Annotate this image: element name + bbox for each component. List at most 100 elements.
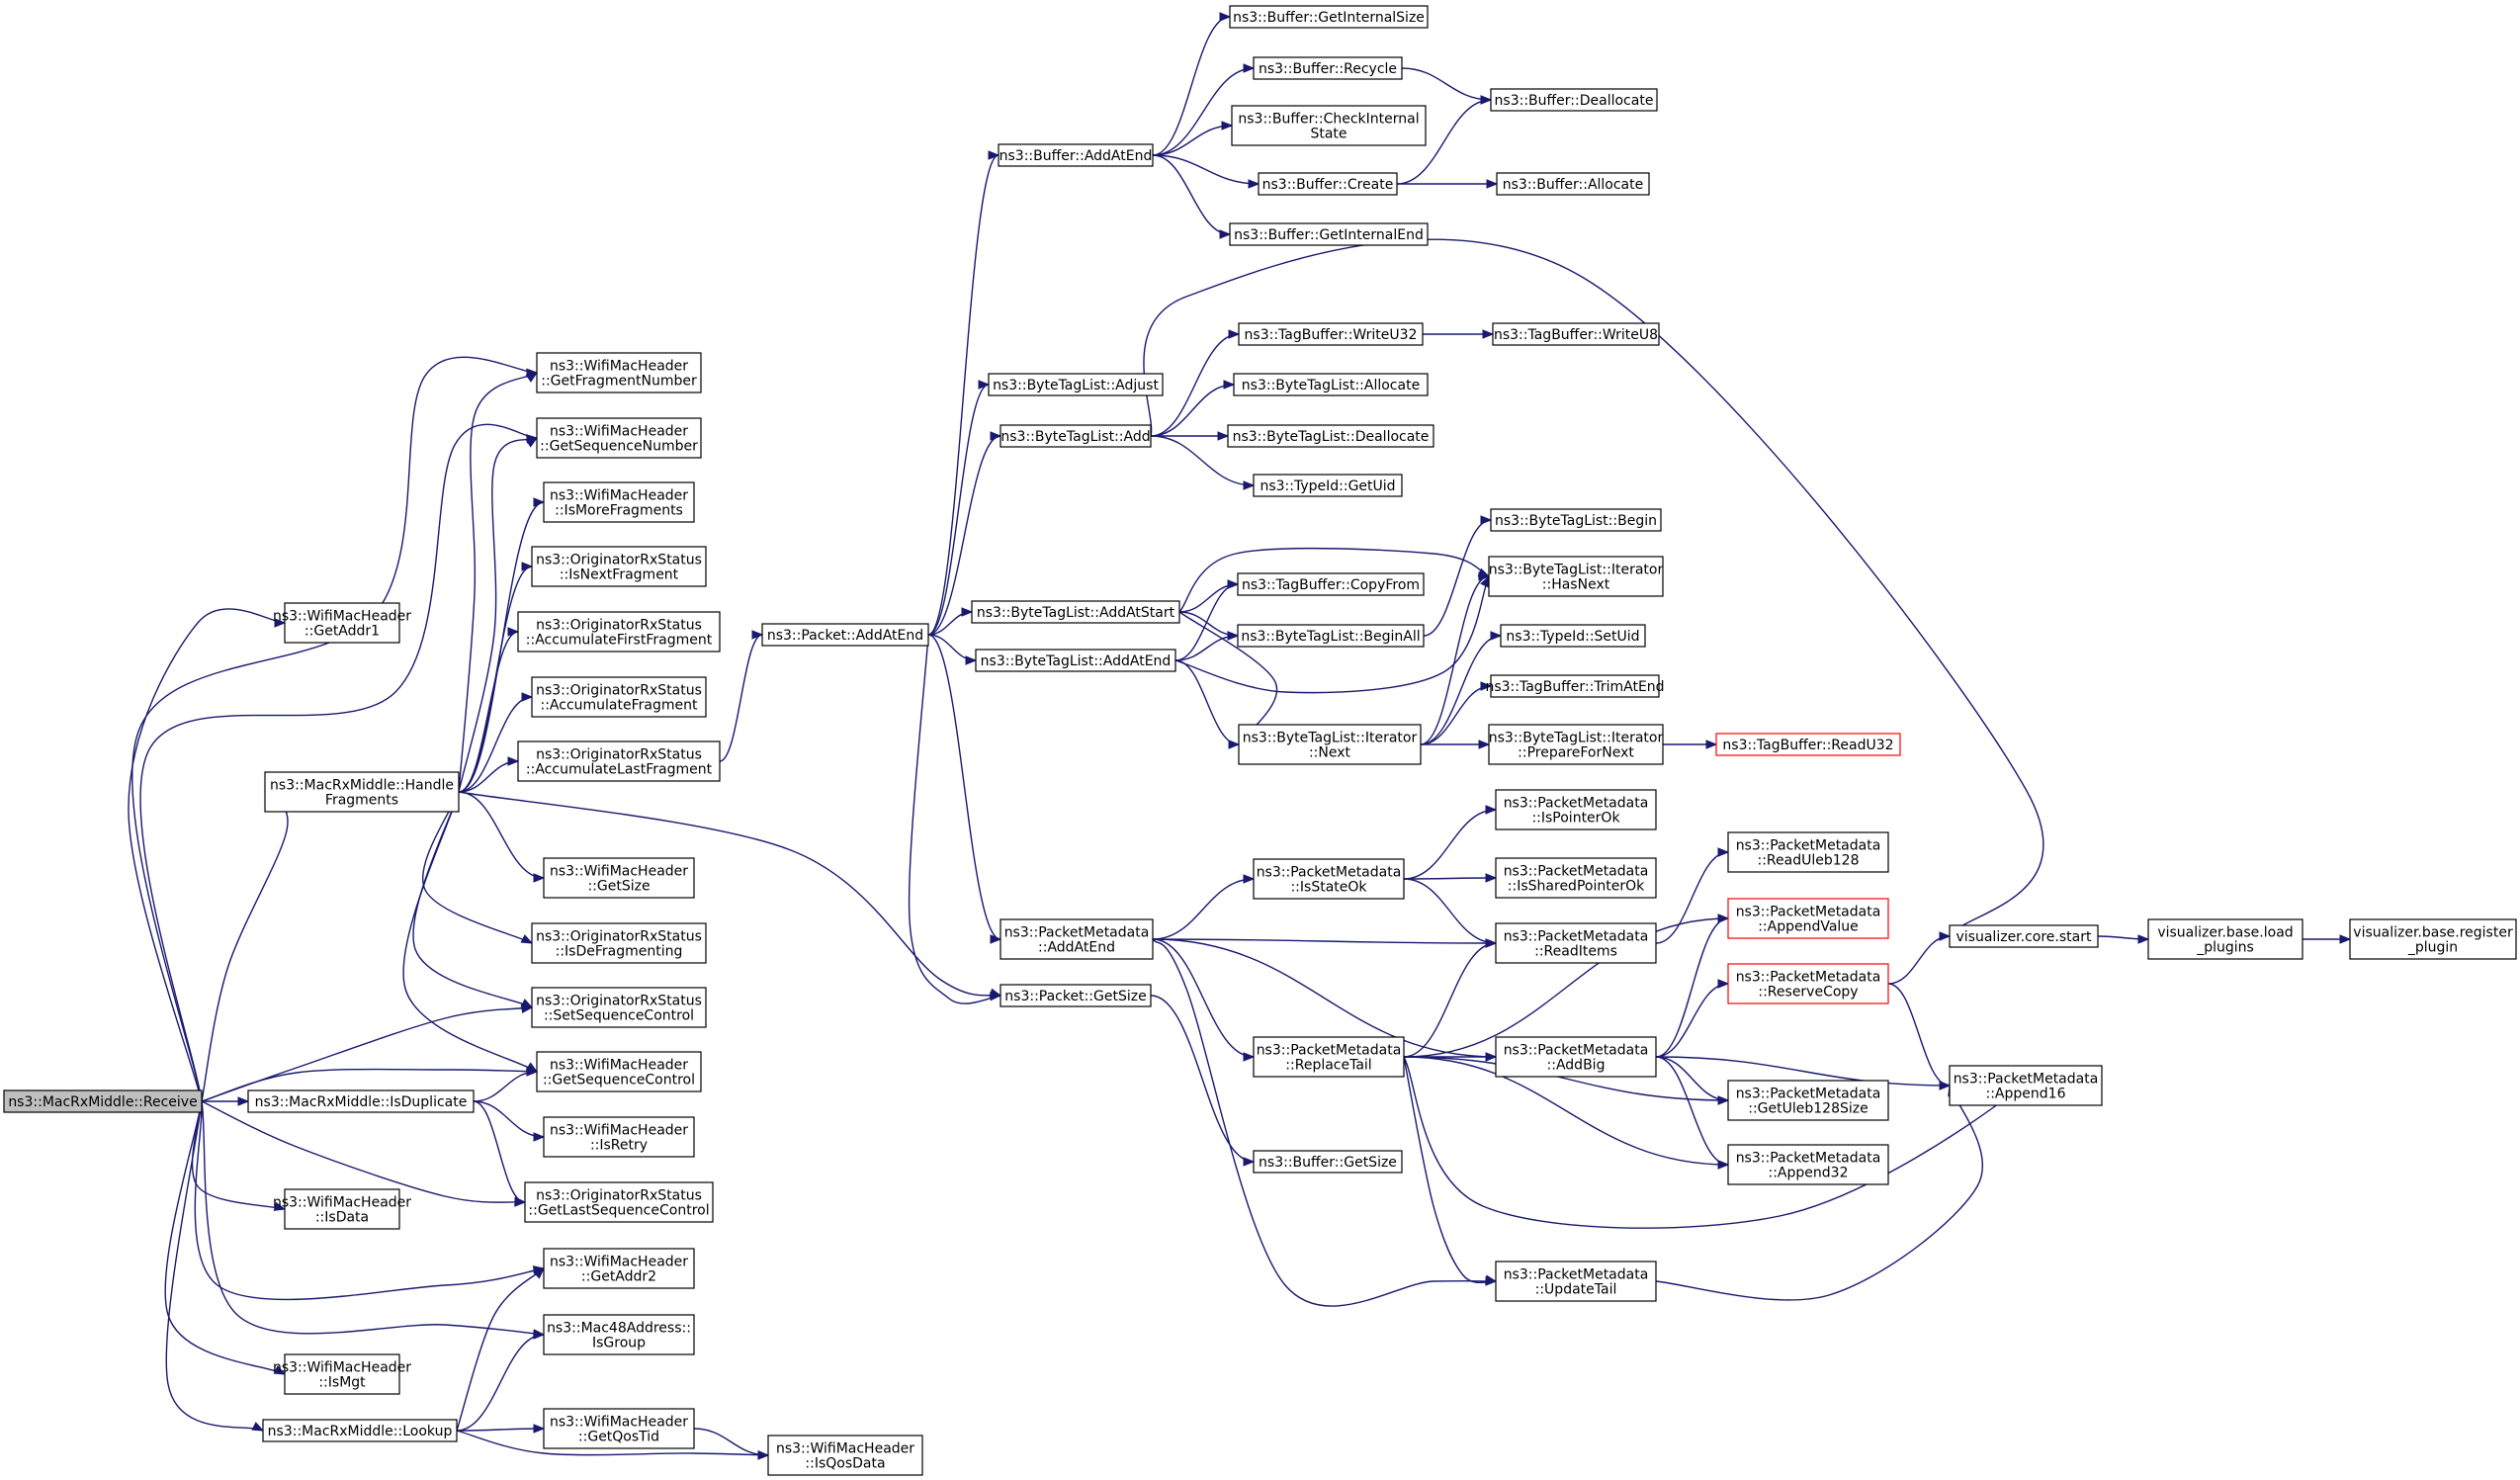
node-getseqnum[interactable]: ns3::WifiMacHeader::GetSequenceNumber [536,417,702,459]
node-getseqctl[interactable]: ns3::WifiMacHeader::GetSequenceControl [536,1051,702,1092]
edge-tb_writeu32-to-tb_writeu8 [1422,329,1495,339]
node-buf_recycle[interactable]: ns3::Buffer::Recycle [1253,56,1403,80]
node-accfirst[interactable]: ns3::OriginatorRxStatus::AccumulateFirst… [517,611,721,653]
node-buf_getinternalend[interactable]: ns3::Buffer::GetInternalEnd [1229,222,1429,246]
node-ismorefrag[interactable]: ns3::WifiMacHeader::IsMoreFragments [543,481,695,523]
edge-line [1150,333,1240,437]
node-acclast[interactable]: ns3::OriginatorRxStatus::AccumulateLastF… [517,740,721,782]
node-vis_base_register[interactable]: visualizer.base.register_plugin [2349,918,2517,960]
node-setseqctl[interactable]: ns3::OriginatorRxStatus::SetSequenceCont… [531,987,707,1028]
node-tb_writeu8[interactable]: ns3::TagBuffer::WriteU8 [1492,322,1660,346]
node-isretry[interactable]: ns3::WifiMacHeader::IsRetry [543,1116,695,1158]
node-isnextfrag[interactable]: ns3::OriginatorRxStatus::IsNextFragment [531,546,707,587]
node-lookup[interactable]: ns3::MacRxMiddle::Lookup [262,1419,458,1442]
node-label-line: ns3::PacketMetadata [1504,929,1649,945]
node-pm_append32[interactable]: ns3::PacketMetadata::Append32 [1727,1144,1889,1185]
node-pm_reservecopy[interactable]: ns3::PacketMetadata::ReserveCopy [1727,963,1889,1004]
node-tb_readu32[interactable]: ns3::TagBuffer::ReadU32 [1715,733,1901,756]
node-typeid_setuid[interactable]: ns3::TypeId::SetUid [1500,624,1646,648]
node-typeid_getuid[interactable]: ns3::TypeId::GetUid [1253,474,1403,497]
edge-pm_isstateok-to-pm_ispointerok [1403,805,1498,880]
node-buf_allocate[interactable]: ns3::Buffer::Allocate [1496,172,1650,196]
arrowhead-icon [1478,571,1491,581]
edge-pkt_addatend-to-pm_addatend [927,634,1002,944]
node-pm_issharedpointerok[interactable]: ns3::PacketMetadata::IsSharedPointerOk [1495,857,1657,899]
node-btl_deallocate[interactable]: ns3::ByteTagList::Deallocate [1227,424,1434,448]
edge-line [1401,67,1492,101]
edge-btl_addatend-to-btl_it_next [1174,659,1241,749]
edge-line [194,1100,545,1301]
node-pkt_addatend[interactable]: ns3::Packet::AddAtEnd [761,623,929,647]
node-btl_addatend[interactable]: ns3::ByteTagList::AddAtEnd [975,649,1176,672]
node-label-line: ::UpdateTail [1535,1282,1617,1298]
node-btl_allocate[interactable]: ns3::ByteTagList::Allocate [1233,373,1429,396]
edge-line [165,1100,264,1432]
node-pm_ispointerok[interactable]: ns3::PacketMetadata::IsPointerOk [1495,789,1657,830]
edge-handlefrag-to-isdefrag [422,791,534,944]
node-getaddr2[interactable]: ns3::WifiMacHeader::GetAddr2 [543,1248,695,1289]
node-isqosdata[interactable]: ns3::WifiMacHeader::IsQosData [767,1435,923,1476]
node-buf_create[interactable]: ns3::Buffer::Create [1258,172,1398,196]
node-tb_writeu32[interactable]: ns3::TagBuffer::WriteU32 [1238,322,1424,346]
node-box [262,1419,458,1442]
node-isduplicate[interactable]: ns3::MacRxMiddle::IsDuplicate [247,1089,475,1113]
node-label-line: ::AccumulateLastFragment [526,762,713,778]
node-btl_adjust[interactable]: ns3::ByteTagList::Adjust [988,373,1164,396]
node-pm_readuleb128[interactable]: ns3::PacketMetadata::ReadUleb128 [1727,831,1889,873]
node-buf_getsize[interactable]: ns3::Buffer::GetSize [1253,1150,1403,1174]
node-box [1727,1144,1889,1185]
node-vis_base_load[interactable]: visualizer.base.load_plugins [2147,918,2303,960]
node-pm_readitems[interactable]: ns3::PacketMetadata::ReadItems [1495,922,1657,964]
node-buf_deallocate[interactable]: ns3::Buffer::Deallocate [1490,88,1658,112]
arrowhead-icon [533,873,546,883]
node-getlastseqctl[interactable]: ns3::OriginatorRxStatus::GetLastSequence… [524,1181,714,1223]
node-tb_copyfrom[interactable]: ns3::TagBuffer::CopyFrom [1237,572,1425,596]
node-getfragnum[interactable]: ns3::WifiMacHeader::GetFragmentNumber [536,352,702,393]
node-ismgt[interactable]: ns3::WifiMacHeader::IsMgt [273,1353,411,1395]
node-btl_beginall[interactable]: ns3::ByteTagList::BeginAll [1237,624,1425,648]
node-btl_it_next[interactable]: ns3::ByteTagList::Iterator::Next [1238,724,1422,765]
node-isdefrag[interactable]: ns3::OriginatorRxStatus::IsDeFragmenting [531,922,707,964]
edge-pm_replacetail-to-pm_append16 [1403,1056,2015,1229]
node-isdata[interactable]: ns3::WifiMacHeader::IsData [273,1188,411,1230]
edge-receive-to-setseqctl [201,1003,534,1102]
arrowhead-icon [1480,681,1493,691]
node-box [1488,556,1664,597]
node-buf_getinternalsize[interactable]: ns3::Buffer::GetInternalSize [1229,5,1429,29]
edge-line [456,1267,545,1432]
node-getaddr1[interactable]: ns3::WifiMacHeader::GetAddr1 [273,602,411,644]
arrowhead-icon [978,380,991,390]
node-label-line: ns3::TagBuffer::WriteU32 [1245,327,1418,343]
node-pm_addbig[interactable]: ns3::PacketMetadata::AddBig [1495,1036,1657,1078]
node-pm_appendvalue[interactable]: ns3::PacketMetadata::AppendValue [1727,898,1889,939]
edge-pm_readitems-to-pm_readuleb128 [1655,847,1730,944]
node-btl_addatstart[interactable]: ns3::ByteTagList::AddAtStart [971,600,1180,624]
node-buf_addatend[interactable]: ns3::Buffer::AddAtEnd [998,143,1154,167]
node-btl_add[interactable]: ns3::ByteTagList::Add [999,424,1152,448]
node-accfrag[interactable]: ns3::OriginatorRxStatus::AccumulateFragm… [531,676,707,718]
node-btl_it_hasnext[interactable]: ns3::ByteTagList::Iterator::HasNext [1488,556,1664,597]
node-pm_getuleb128size[interactable]: ns3::PacketMetadata::GetUleb128Size [1727,1080,1889,1121]
node-pm_isstateok[interactable]: ns3::PacketMetadata::IsStateOk [1253,858,1405,900]
node-getqostid[interactable]: ns3::WifiMacHeader::GetQosTid [543,1408,695,1449]
node-label-line: ns3::PacketMetadata [1257,865,1402,881]
node-label-line: ns3::TagBuffer::CopyFrom [1242,577,1420,593]
node-pm_append16[interactable]: ns3::PacketMetadata::Append16 [1949,1065,2103,1106]
node-tb_trimatend[interactable]: ns3::TagBuffer::TrimAtEnd [1485,674,1665,698]
node-btl_begin[interactable]: ns3::ByteTagList::Begin [1490,508,1662,532]
node-getsize_w[interactable]: ns3::WifiMacHeader::GetSize [543,857,695,899]
node-receive[interactable]: ns3::MacRxMiddle::Receive [3,1089,203,1113]
edge-line [1143,238,2044,937]
edge-line [1152,154,1260,185]
node-pkt_getsize[interactable]: ns3::Packet::GetSize [999,984,1152,1007]
node-pm_addatend[interactable]: ns3::PacketMetadata::AddAtEnd [999,918,1154,960]
edge-line [1396,99,1492,185]
node-pm_replacetail[interactable]: ns3::PacketMetadata::ReplaceTail [1253,1036,1405,1078]
node-isgroup[interactable]: ns3::Mac48Address::IsGroup [543,1314,695,1355]
node-box [999,918,1154,960]
node-vis_core_start[interactable]: visualizer.core.start [1949,924,2099,948]
node-btl_it_prepare[interactable]: ns3::ByteTagList::Iterator::PrepareForNe… [1488,724,1664,765]
node-pm_updatetail[interactable]: ns3::PacketMetadata::UpdateTail [1495,1261,1657,1302]
